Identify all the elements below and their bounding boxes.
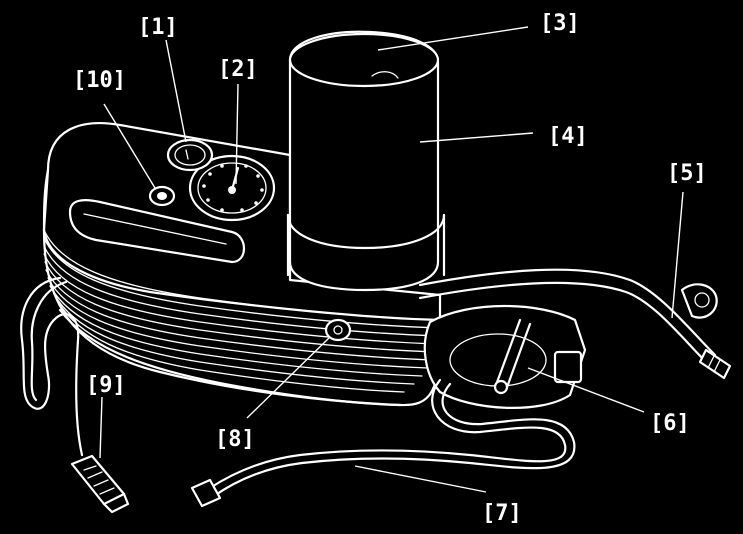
callout-5: [5] [667, 161, 707, 186]
callout-9: [9] [86, 373, 126, 398]
leader-lines [99, 26, 684, 493]
sealant-bottle [286, 30, 446, 292]
hose-tube [418, 268, 732, 380]
callout-7: [7] [482, 501, 522, 526]
callout-6: [6] [650, 411, 690, 436]
callout-3: [3] [540, 11, 580, 36]
callout-4: [4] [548, 124, 588, 149]
callout-10: [10] [73, 68, 126, 93]
pressure-gauge [188, 154, 276, 222]
car-plug [70, 454, 130, 514]
compressor-body [42, 122, 442, 407]
power-switch [166, 138, 214, 172]
callout-2: [2] [218, 57, 258, 82]
bottle-holder [423, 304, 587, 409]
callout-1: [1] [138, 15, 178, 40]
light-button [148, 185, 176, 207]
callout-labels: [1] [2] [3] [4] [5] [6] [7] [8] [9] [10] [73, 11, 707, 526]
air-hose [190, 378, 576, 508]
side-valve [324, 318, 352, 342]
power-cord [20, 276, 84, 457]
callout-8: [8] [215, 427, 255, 452]
